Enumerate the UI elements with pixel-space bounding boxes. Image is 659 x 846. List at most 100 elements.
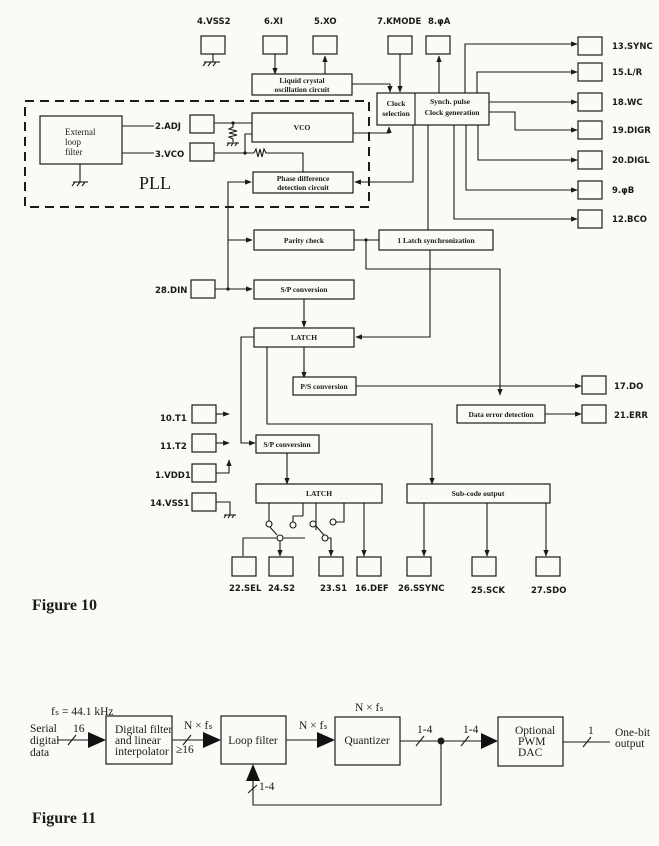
- pin-label: 23.S1: [320, 584, 347, 594]
- block-label: Phase difference: [277, 174, 330, 183]
- pin-label: 10.T1: [160, 414, 187, 424]
- pin-box-vco: [189, 142, 215, 162]
- block-label: Loop filter: [228, 735, 278, 747]
- pin-label: 6.XI: [264, 17, 283, 27]
- pin-label: 15.L/R: [612, 68, 643, 78]
- pin-kmode: 7.KMODE: [377, 17, 421, 93]
- ground-icon: [202, 61, 220, 67]
- block-digital-filter: Digital filter and linear interpolator: [105, 715, 173, 765]
- pin-label: 7.KMODE: [377, 17, 421, 27]
- arrow-icon: [317, 732, 335, 748]
- right-pins: 13.SYNC 15.L/R 18.WC 19.DIGR 20.DIGL 9.φ…: [577, 36, 653, 229]
- block-label: Quantizer: [344, 735, 390, 747]
- block-label: Clock: [387, 99, 407, 108]
- pin-label: 9.φB: [612, 186, 634, 196]
- block-label: External: [65, 127, 96, 137]
- block-label: Liquid crystal: [279, 76, 324, 85]
- block-parity-check: Parity check: [253, 229, 355, 251]
- block-label: loop: [65, 137, 82, 147]
- pin-box: [425, 35, 451, 55]
- resistor-icon: [227, 123, 238, 142]
- pin-vss2: 4.VSS2: [197, 17, 231, 67]
- pin-xo: 5.XO: [312, 17, 338, 75]
- block-loop-filter: Loop filter: [220, 715, 287, 765]
- pin-label: 2.ADJ: [155, 122, 181, 132]
- block-sp-conversion-1: S/P conversion: [253, 279, 355, 300]
- pin-label: 5.XO: [314, 17, 337, 27]
- sample-rate-label: fₛ = 44.1 kHz: [51, 706, 114, 718]
- pin-label: 19.DIGR: [612, 126, 651, 136]
- block-label: Clock generation: [425, 108, 481, 117]
- pin-xi: 6.XI: [262, 17, 288, 75]
- pin-label: 27.SDO: [531, 586, 566, 596]
- block-label: 1 Latch synchronization: [397, 236, 475, 245]
- rate-label: N × fₛ: [184, 720, 213, 732]
- pin-label: 20.DIGL: [612, 156, 650, 166]
- block-label: and linear: [115, 735, 161, 747]
- arrow-icon: [203, 732, 221, 748]
- output-label: One-bit: [615, 727, 651, 739]
- block-label: Digital filter: [115, 724, 172, 736]
- figure-11-caption: Figure 11: [32, 810, 96, 827]
- left-pins: 10.T1 11.T2 1.VDD1 14.VSS1: [150, 404, 236, 519]
- arrow-icon: [246, 764, 260, 781]
- pin-box: [312, 35, 338, 55]
- pin-label: 3.VCO: [155, 150, 184, 160]
- pin-phi-a: 8.φA: [425, 17, 451, 93]
- block-label: LATCH: [306, 489, 332, 498]
- pin-box: [262, 35, 288, 55]
- block-latch-2: LATCH: [255, 483, 383, 504]
- pin-din: 28.DIN: [155, 279, 216, 299]
- block-label: LATCH: [291, 333, 317, 342]
- pin-label: 11.T2: [160, 442, 187, 452]
- block-quantizer: N × fₛ Quantizer: [334, 702, 401, 766]
- bus-width-label: ≥16: [176, 744, 194, 756]
- input-label: Serial: [30, 723, 57, 735]
- input-label: data: [30, 747, 49, 759]
- block-lc-oscillation: Liquid crystal oscillation circuit: [251, 73, 353, 96]
- block-latch-sync: 1 Latch synchronization: [378, 229, 494, 251]
- bus-width-label: 1: [588, 725, 594, 737]
- block-label: selection: [382, 109, 410, 118]
- pll-boundary: [24, 100, 370, 208]
- output-label: output: [615, 738, 645, 750]
- block-label: oscillation circuit: [274, 85, 330, 94]
- bus-width-label: 1-4: [463, 724, 479, 736]
- block-external-loop-filter: External loop filter: [39, 115, 123, 187]
- bus-width-label: 1-4: [259, 781, 275, 793]
- rate-label: N × fₛ: [299, 720, 328, 732]
- block-label: PWM: [518, 736, 545, 748]
- block-phase-detect: Phase difference detection circuit: [252, 171, 354, 194]
- block-label: interpolator: [115, 746, 169, 758]
- rate-label: N × fₛ: [355, 702, 384, 714]
- block-label: S/P conversinn: [263, 440, 311, 449]
- arrow-icon: [481, 733, 498, 749]
- figure-10: 4.VSS2 6.XI 5.XO 7.KMODE 8: [24, 17, 653, 614]
- block-sp-conversion-2: S/P conversinn: [255, 434, 320, 454]
- block-ps-conversion: P/S conversion: [292, 376, 357, 396]
- block-label: DAC: [518, 747, 543, 759]
- block-data-error: Data error detection: [456, 404, 546, 424]
- block-label: Parity check: [284, 236, 325, 245]
- bus-width-label: 16: [73, 723, 85, 735]
- pin-label: 22.SEL: [229, 584, 262, 594]
- pin-label: 24.S2: [268, 584, 295, 594]
- pin-label: 25.SCK: [471, 586, 505, 596]
- block-label: filter: [65, 147, 83, 157]
- selector-switches: [242, 503, 367, 557]
- block-label: S/P conversion: [281, 285, 329, 294]
- pin-label: 12.BCO: [612, 215, 647, 225]
- block-label: Data error detection: [468, 410, 534, 419]
- block-clock: Clock selection Synch. pulse Clock gener…: [376, 92, 490, 126]
- pin-label: 21.ERR: [614, 411, 648, 421]
- figure-11: fₛ = 44.1 kHz Serial digital data 16 Dig…: [30, 702, 651, 827]
- pin-box: [387, 35, 413, 55]
- bus-width-label: 1-4: [417, 724, 433, 736]
- block-label: detection circuit: [277, 183, 329, 192]
- block-vco: VCO: [251, 112, 354, 143]
- pin-box: [200, 35, 226, 55]
- pin-box-err: [581, 404, 607, 424]
- pin-label: 8.φA: [428, 17, 451, 27]
- pin-label: 1.VDD1: [155, 471, 191, 481]
